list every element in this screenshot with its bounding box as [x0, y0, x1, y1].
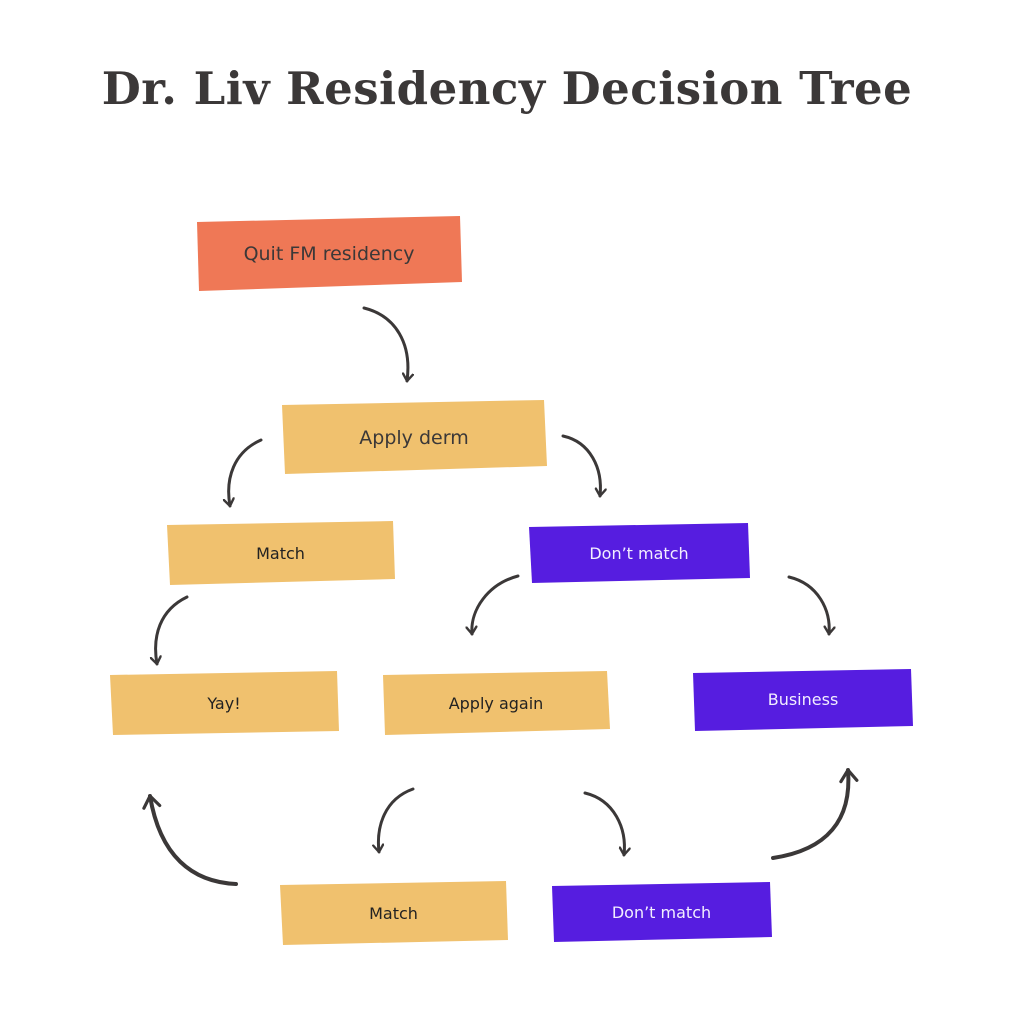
node-label: Apply derm [359, 427, 469, 449]
node-label: Quit FM residency [243, 243, 415, 265]
node-bg-yay [110, 671, 339, 735]
node-label: Match [256, 543, 305, 563]
node-bg-dont-match-1 [529, 523, 750, 583]
node-match-1: Match [166, 522, 395, 584]
node-bg-business [693, 669, 913, 731]
arrow-dontmatch-to-business [787, 575, 829, 636]
node-apply-derm: Apply derm [281, 402, 547, 474]
node-business: Business [692, 669, 914, 730]
node-bg-apply-derm [282, 400, 547, 474]
arrow-applyagain-to-dontmatch [583, 791, 624, 857]
node-bg-apply-again [383, 671, 610, 735]
node-label: Match [369, 903, 418, 923]
node-label: Don’t match [611, 902, 712, 922]
arrow-quit-to-derm [362, 306, 408, 383]
diagram-title: Dr. Liv Residency Decision Tree [101, 62, 913, 115]
node-label: Yay! [207, 693, 241, 713]
arrow-match-to-yay [156, 595, 189, 666]
node-dont-match-2: Don’t match [551, 882, 772, 942]
node-bg-match-2 [280, 881, 508, 945]
node-label: Apply again [448, 693, 544, 713]
node-bg-match-1 [167, 521, 395, 585]
node-yay: Yay! [109, 672, 339, 734]
node-bg-dont-match-2 [552, 882, 772, 942]
arrow-dontmatch-to-applyagain [472, 574, 520, 636]
node-quit-fm-residency: Quit FM residency [196, 218, 462, 290]
node-label: Don’t match [589, 543, 689, 563]
arrow-applyagain-to-match [378, 787, 415, 854]
node-label: Business [767, 690, 839, 709]
node-dont-match-1: Don’t match [528, 523, 750, 583]
node-apply-again: Apply again [382, 672, 610, 734]
node-bg-quit [197, 216, 462, 291]
arrow-match2-to-yay [142, 794, 238, 886]
arrow-derm-to-dontmatch [561, 434, 600, 498]
arrow-derm-to-match [229, 438, 263, 508]
node-match-2: Match [279, 882, 508, 944]
arrow-dontmatch2-to-business [771, 768, 859, 860]
